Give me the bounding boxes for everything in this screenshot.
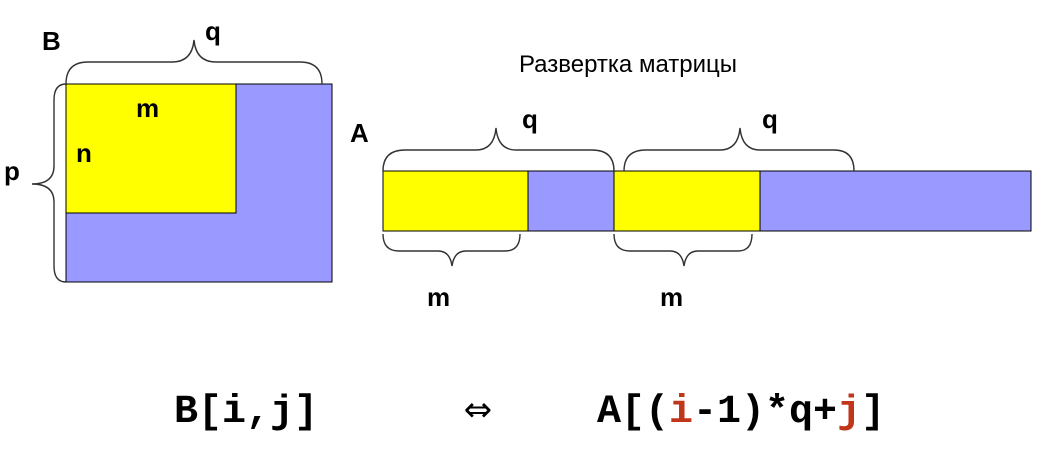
diagram-title: Развертка матрицы: [519, 51, 737, 78]
matrix-b: [65, 83, 333, 283]
array-a-used-label-1: m: [427, 282, 450, 312]
matrix-b-sub-rows-label: n: [76, 138, 92, 168]
array-a-row-label-2: q: [762, 104, 778, 134]
matrix-b-label: B: [42, 26, 61, 56]
matrix-b-cols-label: q: [205, 16, 221, 46]
formula-right-part2: -1)*q+: [693, 390, 837, 435]
array-a-used-segment-1: [382, 170, 529, 232]
formula-index-j: j: [837, 390, 861, 435]
matrix-b-left-brace: [31, 83, 67, 283]
matrix-b-sub-cols-label: m: [136, 93, 159, 123]
equivalence-icon: ⇔: [464, 390, 493, 430]
array-a-row-label-1: q: [522, 104, 538, 134]
formula-left: B[i,j]: [174, 390, 318, 435]
array-a-label: A: [350, 118, 369, 148]
formula-right: A[(i-1)*q+j]: [597, 390, 885, 435]
array-a-used-brace-1: [382, 233, 521, 267]
matrix-b-top-brace: [65, 39, 323, 85]
formula-index-i: i: [669, 390, 693, 435]
formula-right-part1: A[(: [597, 390, 669, 435]
matrix-b-used-block: [65, 83, 237, 214]
array-a-row-brace-2: [623, 127, 855, 172]
array-a-used-segment-2: [613, 170, 761, 232]
matrix-b-rows-label: p: [4, 156, 20, 186]
array-a-row-brace-1: [382, 127, 615, 172]
array-a-used-brace-2: [613, 233, 753, 267]
formula-right-part3: ]: [861, 390, 885, 435]
array-a: [382, 170, 1032, 232]
array-a-used-label-2: m: [660, 282, 683, 312]
